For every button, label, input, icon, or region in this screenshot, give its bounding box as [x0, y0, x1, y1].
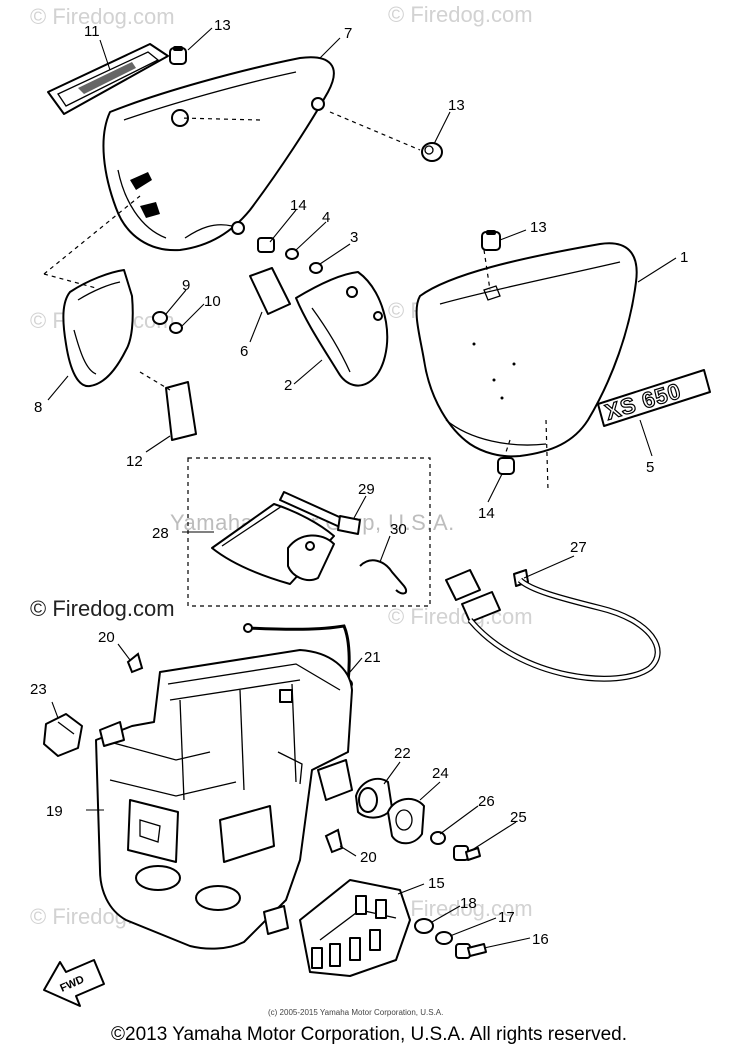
part-5-xs650-emblem: XS 650	[597, 369, 711, 427]
callout-1: 1	[680, 249, 688, 266]
emblem-text: XS 650	[602, 378, 684, 425]
small-copyright: (c) 2005-2015 Yamaha Motor Corporation, …	[268, 1008, 444, 1017]
part-4-washer	[285, 248, 299, 260]
part-26-washer	[430, 831, 446, 845]
part-30-hook	[359, 559, 408, 595]
part-1-right-side-cover	[415, 242, 638, 458]
callout-27: 27	[570, 539, 587, 556]
watermark-top-right: © Firedog.com	[388, 2, 533, 27]
callout-20-upper: 20	[98, 629, 115, 646]
part-20-clip-upper	[126, 652, 144, 674]
callout-25: 25	[510, 809, 527, 826]
watermark-top-left: © Firedog.com	[30, 4, 175, 29]
watermark-bottom-right: © Firedog.com	[388, 896, 533, 921]
part-14-collar-lower	[497, 457, 515, 475]
part-18-washer	[414, 918, 434, 934]
callout-17: 17	[498, 909, 515, 926]
callout-22: 22	[394, 745, 411, 762]
part-11-emblem	[47, 43, 169, 115]
leader-lines	[47, 27, 677, 949]
part-16-bolt	[455, 943, 487, 959]
part-2-bracket	[295, 271, 389, 387]
callout-29: 29	[358, 481, 375, 498]
callout-12: 12	[126, 453, 143, 470]
part-29-strap	[279, 491, 361, 535]
part-6-pad	[249, 267, 291, 315]
part-28-tool-bag	[211, 503, 335, 585]
watermark-left-bold: © Firedog.com	[30, 596, 175, 621]
callout-11: 11	[84, 23, 100, 40]
watermark-lower-right: © Firedog.com	[388, 604, 533, 629]
callout-10: 10	[204, 293, 221, 310]
callout-13-top: 13	[214, 17, 231, 34]
callout-8: 8	[34, 399, 42, 416]
part-7-left-side-cover	[102, 56, 335, 252]
callout-21: 21	[364, 649, 381, 666]
part-23-relay	[43, 713, 83, 757]
callout-20-lower: 20	[360, 849, 377, 866]
footer-copyright: ©2013 Yamaha Motor Corporation, U.S.A. A…	[111, 1024, 627, 1045]
part-15-fuse-bracket	[299, 879, 411, 977]
callout-13-right: 13	[448, 97, 465, 114]
callout-13-cover1: 13	[530, 219, 547, 236]
callout-19: 19	[46, 803, 63, 820]
part-22-damper	[355, 777, 393, 819]
part-19-battery-box	[95, 649, 353, 950]
callout-26: 26	[478, 793, 495, 810]
callout-28: 28	[152, 525, 169, 542]
callout-14-upper: 14	[290, 197, 307, 214]
part-20-clip-lower	[324, 828, 344, 854]
part-27-wire-harness	[445, 569, 661, 682]
callout-16: 16	[532, 931, 549, 948]
callout-15: 15	[428, 875, 445, 892]
fwd-arrow-icon: FWD	[43, 959, 105, 1007]
callout-7: 7	[344, 25, 352, 42]
part-25-bolt	[453, 845, 481, 861]
part-17-washer	[435, 931, 453, 945]
part-12-block	[165, 381, 197, 441]
callout-9: 9	[182, 277, 190, 294]
callout-30: 30	[390, 521, 407, 538]
part-13-grommet-right	[421, 142, 443, 162]
part-9-washer	[152, 311, 168, 325]
part-13-grommet-cover1	[481, 230, 501, 251]
callout-5: 5	[646, 459, 654, 476]
callout-18: 18	[460, 895, 477, 912]
callout-23: 23	[30, 681, 47, 698]
callout-4: 4	[322, 209, 330, 226]
callout-3: 3	[350, 229, 358, 246]
part-8-bracket	[62, 269, 134, 388]
part-3-washer	[309, 262, 323, 274]
callout-24: 24	[432, 765, 449, 782]
callout-14-lower: 14	[478, 505, 495, 522]
callout-6: 6	[240, 343, 248, 360]
part-10-nut	[169, 322, 183, 334]
callout-2: 2	[284, 377, 292, 394]
callout-numbers: 11 13 7 13 14 4 13 3 1 9 10 6 2 8 12 5 2…	[30, 17, 688, 948]
part-24-cushion	[387, 797, 425, 845]
